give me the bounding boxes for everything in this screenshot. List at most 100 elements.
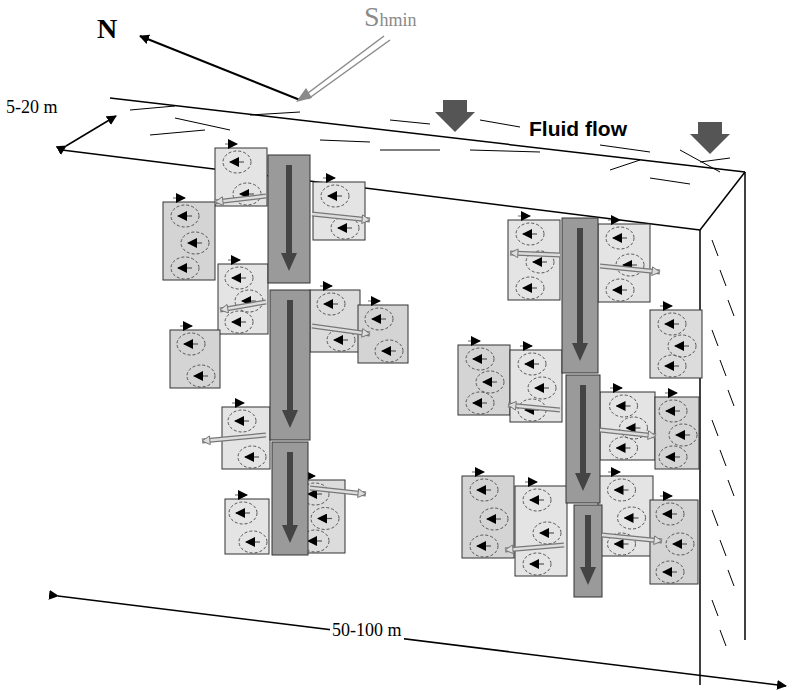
slip-patch (659, 400, 687, 422)
slip-patch (523, 553, 551, 575)
slip-arrow (613, 289, 627, 290)
flow-arrow (281, 165, 297, 271)
stress-arrow (304, 36, 384, 96)
slip-arrow (535, 387, 549, 388)
fracture-trace (150, 130, 205, 135)
slip-arrow (225, 144, 237, 145)
slip-patch (666, 533, 694, 555)
opening-arrow (312, 214, 370, 220)
face-hatch (728, 300, 734, 316)
fracture-panel (598, 224, 650, 302)
slip-arrow (623, 264, 637, 265)
fracture-panel (215, 148, 267, 206)
slip-arrow (318, 518, 332, 519)
slip-patch (223, 151, 251, 173)
fracture-panel (218, 264, 268, 334)
slip-arrow (523, 233, 537, 234)
fracture-panel (598, 476, 653, 556)
flow-arrow (575, 385, 591, 491)
slip-arrow (232, 277, 246, 278)
slip-patch (516, 223, 544, 245)
slip-arrow (617, 405, 631, 406)
slip-arrow (245, 456, 259, 457)
slip-patch (480, 508, 508, 530)
opening-arrowhead (654, 536, 662, 545)
rock-block (62, 98, 745, 685)
slip-arrow (188, 242, 202, 243)
face-hatch (712, 330, 718, 346)
opening-arrow (312, 326, 370, 334)
opening-arrow (312, 214, 370, 220)
slip-arrow (230, 161, 244, 162)
slip-arrow (235, 495, 247, 496)
slip-patch (228, 410, 256, 432)
slip-patch (239, 531, 267, 553)
opening-arrow (600, 430, 656, 436)
fracture-trace (250, 112, 300, 115)
face-hatch (712, 420, 718, 436)
slip-arrow (483, 381, 497, 382)
slip-patch (470, 535, 498, 557)
fracture-panel (163, 202, 215, 280)
slip-arrow (676, 434, 690, 435)
slip-patch (229, 502, 257, 524)
fracture-trace (380, 150, 440, 151)
slip-arrow (473, 402, 487, 403)
slip-patch (669, 424, 697, 446)
slip-arrow (246, 541, 260, 542)
opening-arrow (310, 488, 366, 494)
opening-arrowhead (220, 304, 229, 313)
slip-arrow (240, 193, 254, 194)
slip-patch (656, 503, 684, 525)
slip-patch (658, 355, 686, 377)
slip-arrow (663, 571, 677, 572)
block-edge (744, 172, 746, 640)
stress-arrowhead (296, 88, 312, 102)
slip-patch (518, 353, 546, 375)
slip-patch (516, 277, 544, 299)
opening-arrowhead (652, 267, 660, 276)
block-edge (62, 150, 700, 230)
slip-patch (610, 437, 638, 459)
fracture-panel (310, 290, 360, 352)
opening-arrowhead (362, 329, 370, 338)
fracture-panel (358, 305, 408, 363)
flow-arrow (282, 300, 298, 428)
slip-patch (311, 508, 339, 530)
slip-patch (321, 185, 349, 207)
opening-arrow (310, 488, 366, 494)
slip-arrow (675, 345, 689, 346)
slip-arrow (308, 540, 322, 541)
slip-arrow (232, 321, 246, 322)
stress-label: Shmin (364, 2, 417, 33)
slip-arrow (242, 300, 256, 301)
slip-arrow (477, 489, 491, 490)
slip-arrow (666, 456, 680, 457)
slip-patch (608, 479, 636, 501)
face-hatch (728, 570, 734, 586)
opening-arrow (602, 535, 662, 541)
slip-arrow (173, 198, 185, 199)
face-hatch (720, 450, 726, 466)
slip-arrow (184, 343, 198, 344)
slip-arrow (178, 215, 192, 216)
face-hatch (712, 510, 718, 526)
fracture-trace (390, 120, 430, 124)
slip-patch (616, 254, 644, 276)
slip-patch (317, 293, 345, 315)
slip-arrow (665, 323, 679, 324)
fault-strip (562, 218, 598, 373)
fracture-panel (655, 397, 699, 469)
fracture-panel (462, 476, 514, 558)
slip-arrow (235, 420, 249, 421)
fracture-trace (650, 178, 690, 184)
face-hatch (720, 360, 726, 376)
slip-arrow (308, 493, 322, 494)
slip-patch (466, 348, 494, 370)
slip-arrow (477, 545, 491, 546)
opening-arrowhead (510, 249, 518, 258)
fracture-trace (130, 106, 175, 110)
face-hatch (712, 240, 718, 256)
stress-arrow (308, 40, 390, 99)
